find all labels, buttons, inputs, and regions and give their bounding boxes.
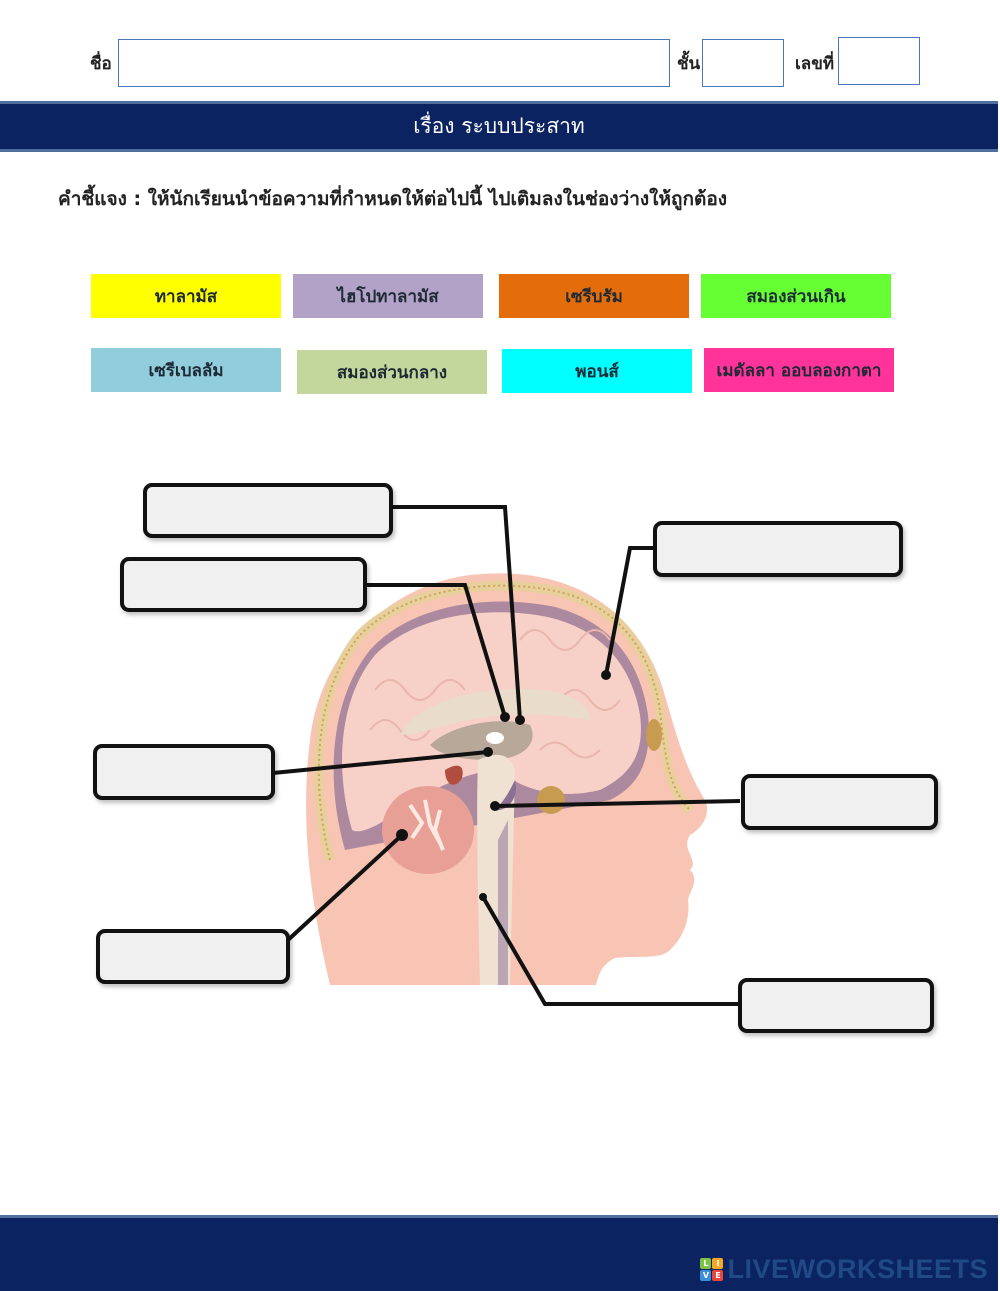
- chip-label: ทาลามัส: [154, 286, 218, 307]
- title-bar: เรื่อง ระบบประสาท: [0, 101, 998, 152]
- answer-box-top-left-2[interactable]: [120, 557, 367, 612]
- page-title: เรื่อง ระบบประสาท: [413, 114, 585, 138]
- brand-text: LIVEWORKSHEETS: [727, 1254, 988, 1284]
- number-label: เลขที่: [795, 54, 835, 74]
- name-input[interactable]: [118, 39, 670, 87]
- chip-label: เมดัลลา ออบลองกาตา: [716, 360, 882, 381]
- number-input[interactable]: [838, 37, 920, 85]
- cerebellum-icon: [382, 786, 474, 874]
- word-chip-midbrain[interactable]: สมองส่วนกลาง: [297, 350, 487, 394]
- liveworksheets-brand: L I V E LIVEWORKSHEETS: [700, 1254, 988, 1285]
- logo-letter: V: [700, 1270, 712, 1281]
- logo-letter: E: [712, 1270, 724, 1281]
- word-chip-pons[interactable]: พอนส์: [502, 349, 692, 393]
- word-chip-thalamus[interactable]: ทาลามัส: [91, 274, 281, 318]
- word-chip-hypothalamus[interactable]: ไฮโปทาลามัส: [293, 274, 483, 318]
- liveworksheets-logo-icon: L I V E: [700, 1258, 724, 1281]
- chip-label: สมองส่วนกลาง: [336, 362, 448, 383]
- chip-label: เซรีเบลลัม: [148, 360, 224, 381]
- answer-box-top-left-1[interactable]: [143, 483, 393, 538]
- answer-box-mid-right[interactable]: [741, 774, 938, 830]
- chip-label: ไฮโปทาลามัส: [337, 286, 439, 307]
- word-chip-medulla[interactable]: เมดัลลา ออบลองกาตา: [704, 348, 894, 392]
- footer-bar: L I V E LIVEWORKSHEETS: [0, 1215, 998, 1291]
- answer-box-bottom-right[interactable]: [738, 978, 934, 1033]
- instruction-text: คำชี้แจง : ให้นักเรียนนำข้อความที่กำหนดใ…: [58, 188, 728, 210]
- logo-letter: I: [712, 1258, 724, 1269]
- word-chip-cerebellum[interactable]: เซรีเบลลัม: [91, 348, 281, 392]
- answer-box-top-right[interactable]: [653, 521, 903, 577]
- chip-label: เซรีบรัม: [565, 286, 623, 307]
- chip-label: พอนส์: [575, 361, 619, 382]
- class-input[interactable]: [702, 39, 784, 87]
- logo-letter: L: [700, 1258, 712, 1269]
- name-label: ชื่อ: [90, 54, 112, 74]
- answer-box-mid-left[interactable]: [93, 744, 275, 800]
- word-chip-extra[interactable]: สมองส่วนเกิน: [701, 274, 891, 318]
- class-label: ชั้น: [677, 54, 701, 74]
- brain-diagram: [272, 505, 741, 1006]
- word-chip-cerebrum[interactable]: เซรีบรัม: [499, 274, 689, 318]
- chip-label: สมองส่วนเกิน: [746, 286, 846, 307]
- answer-box-bottom-left[interactable]: [96, 929, 290, 984]
